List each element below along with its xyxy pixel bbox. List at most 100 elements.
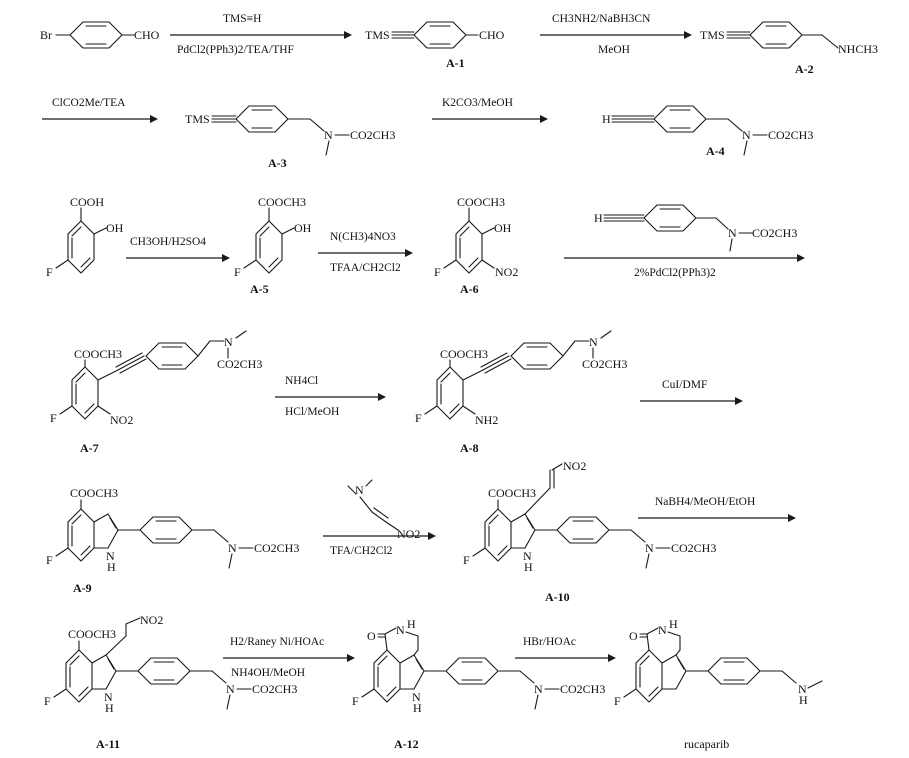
atom-no2: NO2 xyxy=(110,413,133,427)
cond-9-top: CuI/DMF xyxy=(662,379,707,391)
atom-cooch3: COOCH3 xyxy=(488,486,536,500)
atom-n: N xyxy=(324,128,333,142)
cond-13-top: HBr/HOAc xyxy=(523,636,576,648)
arrow-step-11: NaBH4/MeOH/EtOH xyxy=(638,496,796,522)
start-bromobenzaldehyde: Br CHO xyxy=(40,21,160,49)
compound-rucaparib: O N H F N H rucaparib xyxy=(614,617,823,751)
atom-f: F xyxy=(234,265,241,279)
atom-n: N xyxy=(589,335,598,349)
arrow-step-9: CuI/DMF xyxy=(640,379,743,405)
cond-2-top: CH3NH2/NaBH3CN xyxy=(552,13,651,25)
cond-11-top: NaBH4/MeOH/EtOH xyxy=(655,496,755,508)
atom-co2ch3: CO2CH3 xyxy=(768,128,813,142)
atom-co2ch3: CO2CH3 xyxy=(752,226,797,240)
compound-a8: COOCH3 NH2 F N CO2CH3 A-8 xyxy=(415,330,627,455)
atom-nh: N xyxy=(523,549,532,563)
atom-nh: N xyxy=(412,690,421,704)
atom-cho: CHO xyxy=(479,28,505,42)
atom-h: H xyxy=(105,701,114,715)
cond-12-top: H2/Raney Ni/HOAc xyxy=(230,636,324,648)
atom-f: F xyxy=(434,265,441,279)
atom-tms: TMS xyxy=(365,28,390,42)
compound-a12: N H O N H F N CO2CH3 A-12 xyxy=(352,617,605,751)
cond-7-bottom: 2%PdCl2(PPh3)2 xyxy=(634,267,716,279)
cond-8-top: NH4Cl xyxy=(285,375,318,387)
compound-a5: COOCH3 OH F A-5 xyxy=(234,195,312,296)
atom-oh: OH xyxy=(494,221,512,235)
compound-a6: COOCH3 OH NO2 F A-6 xyxy=(434,195,518,296)
label-a9: A-9 xyxy=(73,581,92,595)
atom-nh: N xyxy=(104,690,113,704)
cond-5-top: CH3OH/H2SO4 xyxy=(130,236,206,248)
atom-f: F xyxy=(44,694,51,708)
atom-nh2: NH2 xyxy=(475,413,498,427)
atom-h: H xyxy=(669,617,678,631)
arrow-step-2: CH3NH2/NaBH3CN MeOH xyxy=(540,13,692,56)
compound-a9: N H COOCH3 F N CO2CH3 A-9 xyxy=(46,486,299,595)
atom-cho: CHO xyxy=(134,28,160,42)
compound-a7: COOCH3 NO2 F N CO2CH3 A-7 xyxy=(50,330,262,455)
arrow-step-13: HBr/HOAc xyxy=(515,636,616,662)
atom-cooch3: COOCH3 xyxy=(68,627,116,641)
atom-f: F xyxy=(463,553,470,567)
atom-cooch3: COOCH3 xyxy=(70,486,118,500)
arrow-step-10: N NO2 TFA/CH2Cl2 xyxy=(323,479,436,557)
atom-o: O xyxy=(367,629,376,643)
arrow-step-4: K2CO3/MeOH xyxy=(432,97,548,123)
atom-tms: TMS xyxy=(185,112,210,126)
arrow-step-12: H2/Raney Ni/HOAc NH4OH/MeOH xyxy=(223,636,355,679)
cond-1-bottom: PdCl2(PPh3)2/TEA/THF xyxy=(177,44,294,56)
atom-nh: N xyxy=(658,623,667,637)
atom-co2ch3: CO2CH3 xyxy=(217,357,262,371)
label-a12: A-12 xyxy=(394,737,419,751)
atom-f: F xyxy=(352,694,359,708)
atom-n: N xyxy=(742,128,751,142)
atom-n: N xyxy=(228,541,237,555)
arrow-step-6: N(CH3)4NO3 TFAA/CH2Cl2 xyxy=(318,231,413,274)
atom-no2: NO2 xyxy=(397,527,420,541)
cond-12-bottom: NH4OH/MeOH xyxy=(231,667,305,679)
atom-n: N xyxy=(226,682,235,696)
cond-1-top: TMS≡H xyxy=(223,13,261,25)
arrow-step-3: ClCO2Me/TEA xyxy=(42,97,158,123)
atom-cooh: COOH xyxy=(70,195,104,209)
label-a6: A-6 xyxy=(460,282,479,296)
atom-f: F xyxy=(614,694,621,708)
arrow-step-5: CH3OH/H2SO4 xyxy=(126,236,230,262)
atom-f: F xyxy=(46,553,53,567)
compound-a11: N H COOCH3 F NO2 N CO2CH3 A-11 xyxy=(44,613,297,751)
atom-no2: NO2 xyxy=(140,613,163,627)
atom-cooch3: COOCH3 xyxy=(258,195,306,209)
arrow-step-8: NH4Cl HCl/MeOH xyxy=(275,375,386,418)
label-a7: A-7 xyxy=(80,441,99,455)
atom-cooch3: COOCH3 xyxy=(457,195,505,209)
atom-f: F xyxy=(415,411,422,425)
atom-h: H xyxy=(407,617,416,631)
atom-nh: N xyxy=(396,623,405,637)
cond-4-top: K2CO3/MeOH xyxy=(442,97,513,109)
atom-f: F xyxy=(50,411,57,425)
cond-6-bottom: TFAA/CH2Cl2 xyxy=(330,262,401,274)
atom-n: N xyxy=(355,483,364,497)
cond-8-bottom: HCl/MeOH xyxy=(285,406,339,418)
atom-f: F xyxy=(46,265,53,279)
atom-nh: N xyxy=(798,682,807,696)
atom-h: H xyxy=(799,693,808,707)
label-a1: A-1 xyxy=(446,56,465,70)
atom-co2ch3: CO2CH3 xyxy=(671,541,716,555)
label-a4: A-4 xyxy=(706,144,725,158)
label-a11: A-11 xyxy=(96,737,120,751)
atom-n: N xyxy=(645,541,654,555)
atom-co2ch3: CO2CH3 xyxy=(582,357,627,371)
atom-h: H xyxy=(413,701,422,715)
atom-n: N xyxy=(534,682,543,696)
label-a2: A-2 xyxy=(795,62,814,76)
atom-tms: TMS xyxy=(700,28,725,42)
cond-6-top: N(CH3)4NO3 xyxy=(330,231,396,243)
atom-nh: N xyxy=(106,549,115,563)
atom-cooch3: COOCH3 xyxy=(440,347,488,361)
atom-oh: OH xyxy=(294,221,312,235)
atom-h: H xyxy=(602,112,611,126)
